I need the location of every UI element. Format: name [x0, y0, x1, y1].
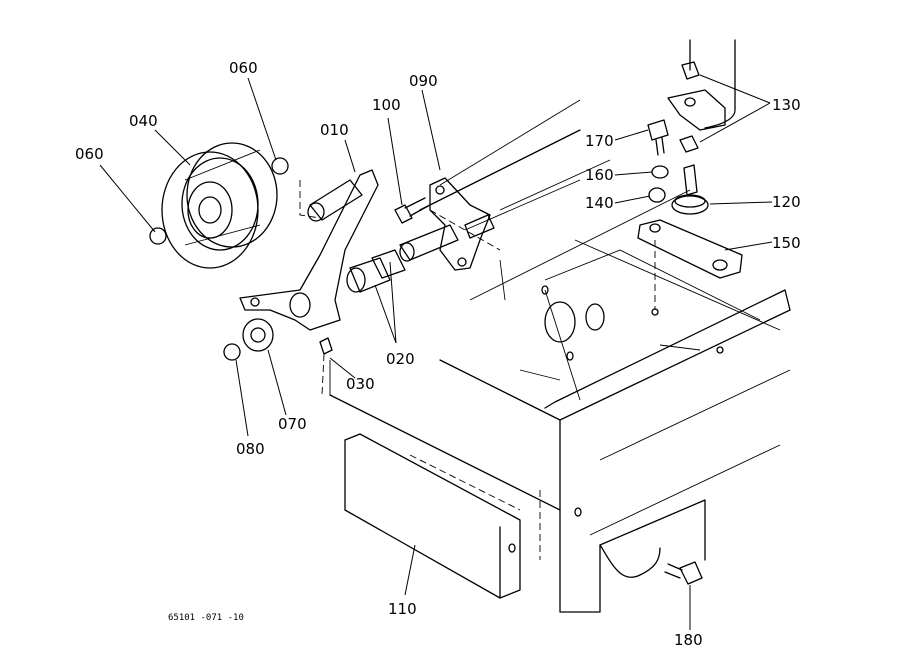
washer-160 [651, 165, 669, 179]
circlip-060-top [271, 157, 289, 175]
label-010: 010 [320, 121, 349, 139]
label-170: 170 [585, 132, 614, 150]
label-020: 020 [386, 350, 415, 368]
label-040: 040 [129, 112, 158, 130]
circlip-060-left [149, 227, 167, 245]
label-160: 160 [585, 166, 614, 184]
washer-070 [242, 318, 274, 352]
label-180: 180 [674, 631, 703, 649]
callout-labels: 060 040 060 010 100 090 020 030 070 080 … [75, 59, 801, 649]
adjuster-bolt-120 [671, 164, 709, 215]
label-100: 100 [372, 96, 401, 114]
drawing-code: 65101 -071 -10 [168, 613, 244, 623]
cover-plate-110 [344, 433, 541, 599]
washer-140 [648, 187, 666, 203]
label-140: 140 [585, 194, 614, 212]
grease-nipple-030 [319, 337, 333, 396]
label-150: 150 [772, 234, 801, 252]
label-070: 070 [278, 415, 307, 433]
label-080: 080 [236, 440, 265, 458]
tension-plate-150 [637, 219, 743, 316]
bracket-plate-090 [429, 177, 501, 271]
nut-130 [679, 135, 699, 153]
bolt-170 [647, 119, 669, 156]
bushings-020 [346, 224, 459, 293]
bracket-130 [667, 61, 726, 131]
idler-pulley-040 [161, 142, 278, 269]
label-130: 130 [772, 96, 801, 114]
label-060-left: 060 [75, 145, 104, 163]
leader-lines [99, 74, 773, 630]
bolt-180 [664, 561, 703, 585]
frame-housing [329, 159, 791, 613]
label-060-top: 060 [229, 59, 258, 77]
label-030: 030 [346, 375, 375, 393]
label-110: 110 [388, 600, 417, 618]
circlip-080 [223, 343, 241, 361]
label-090: 090 [409, 72, 438, 90]
upper-frame [419, 39, 736, 231]
label-120: 120 [772, 193, 801, 211]
bolt-100 [394, 197, 429, 224]
tension-arm-010 [239, 169, 379, 331]
